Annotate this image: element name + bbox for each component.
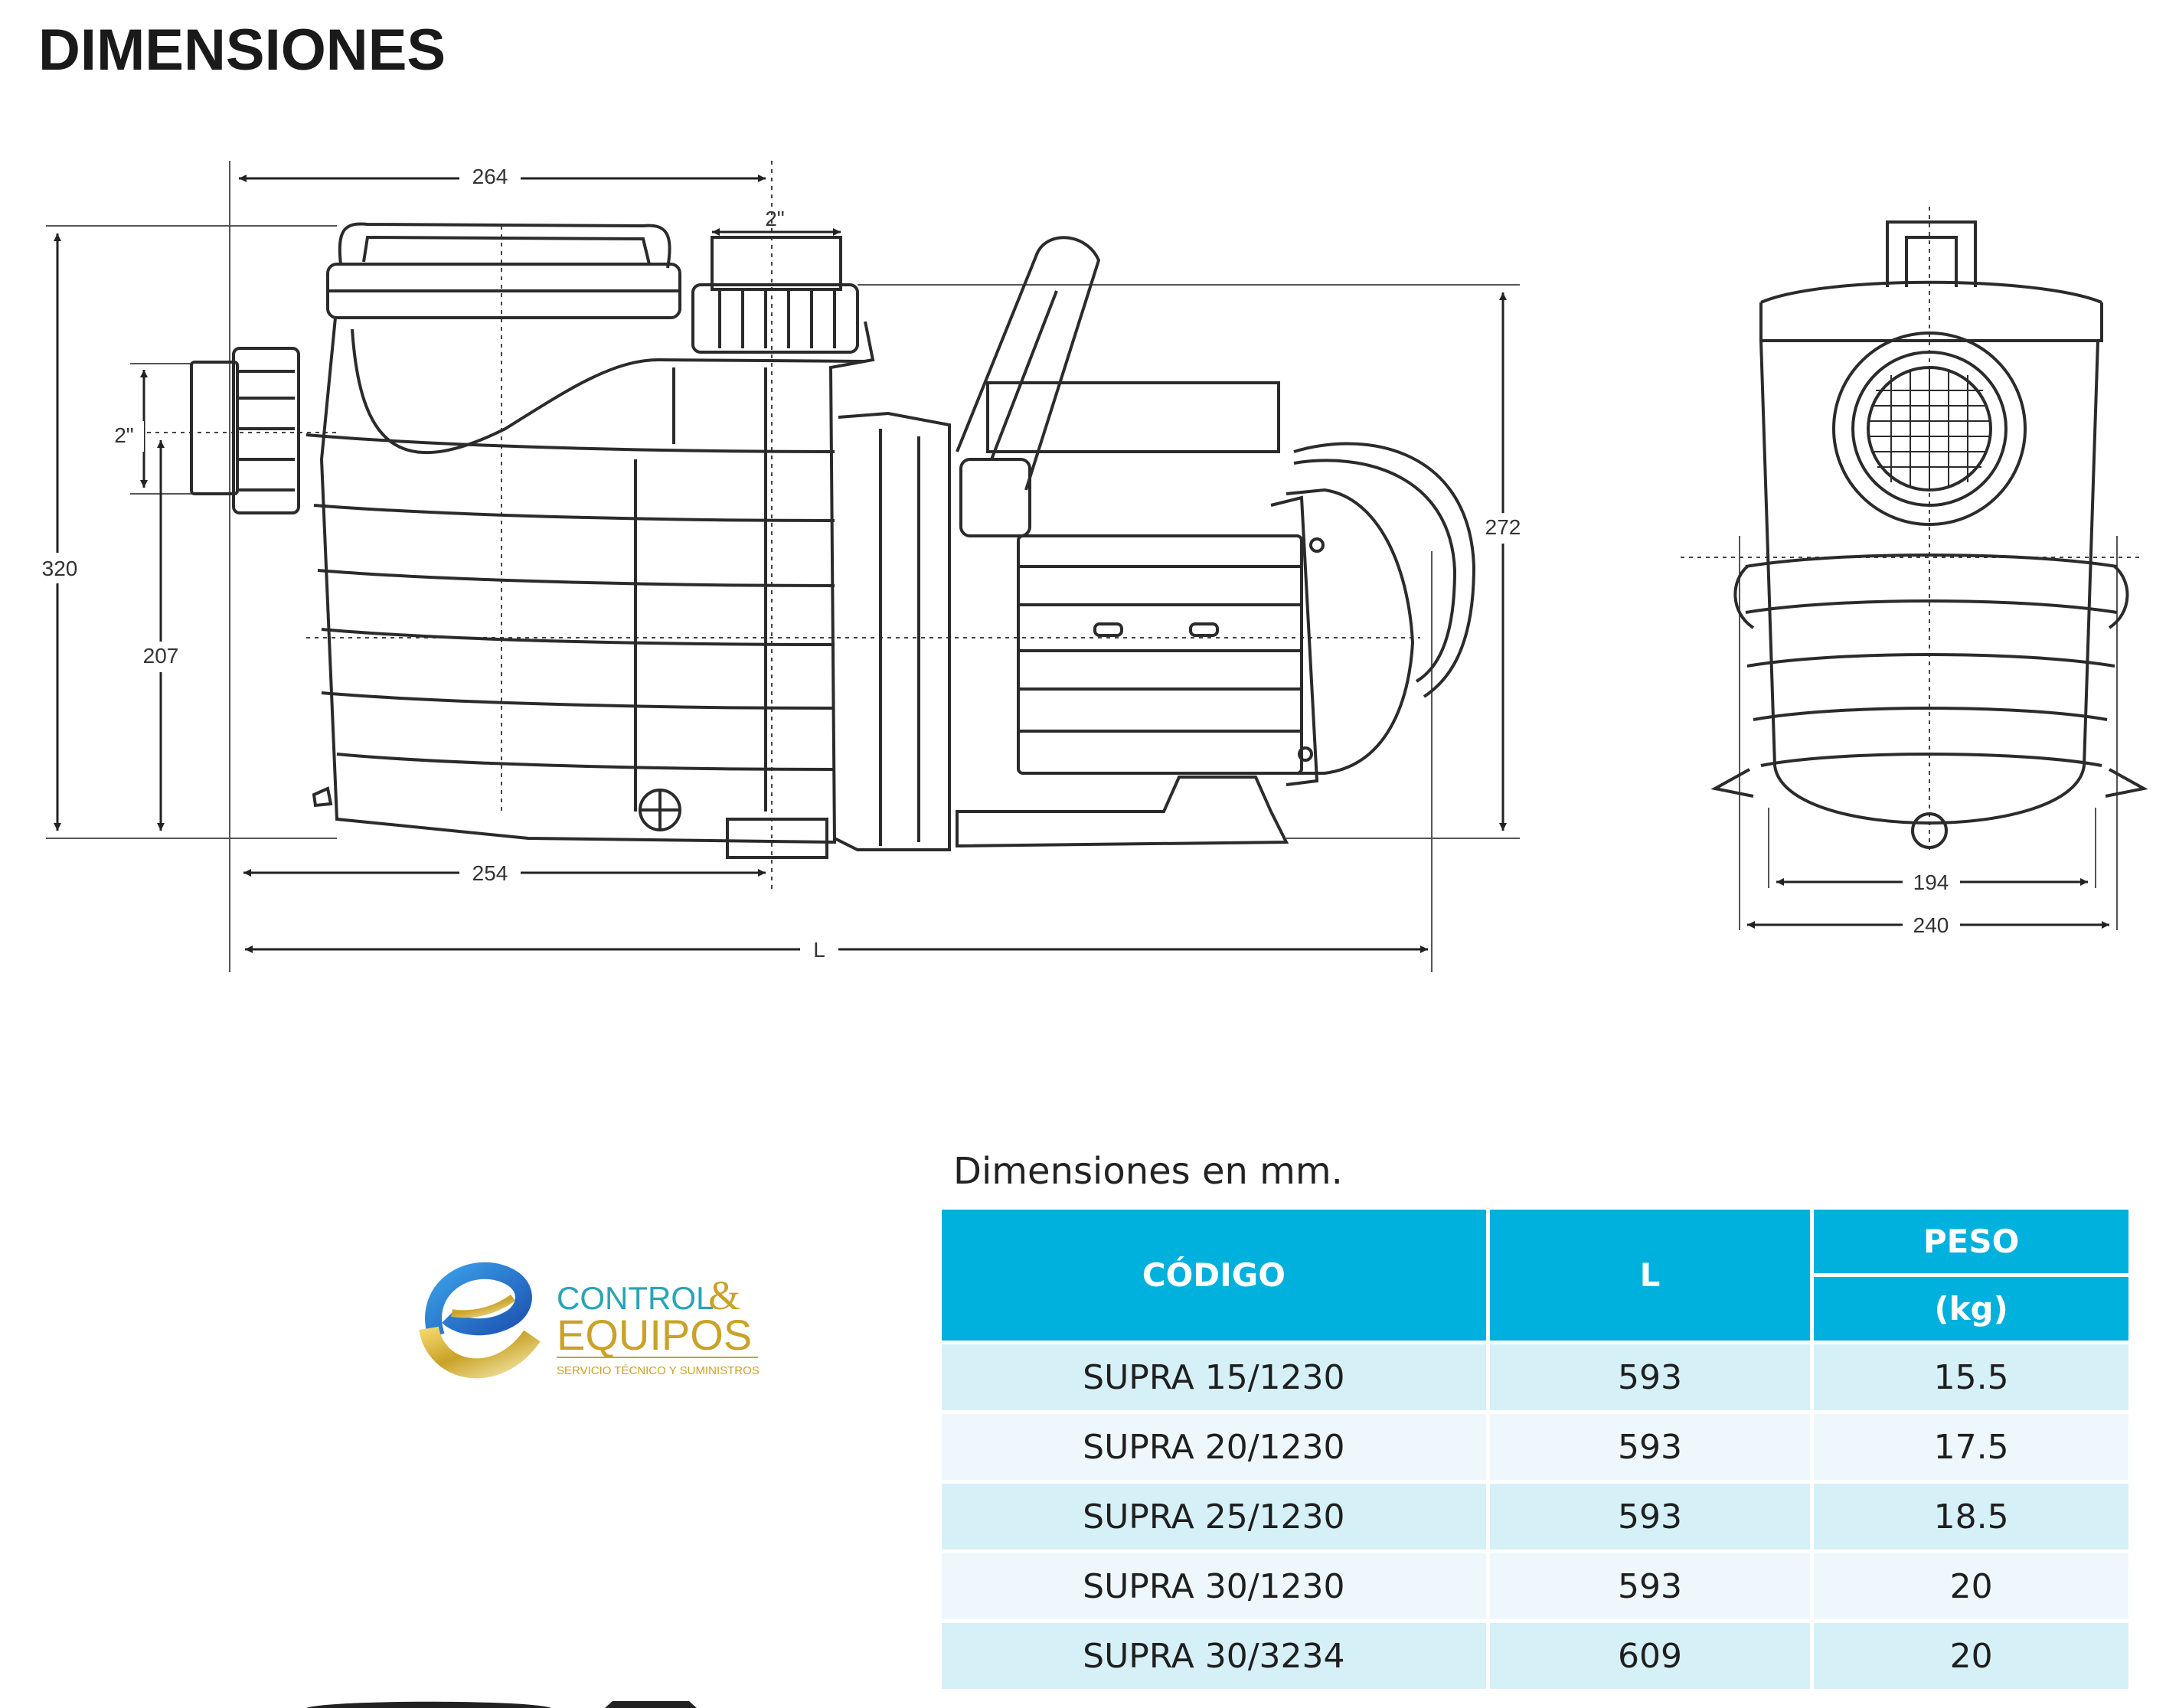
front-view-dimensions [1747, 878, 2109, 929]
logo-line2: EQUIPOS [557, 1311, 752, 1359]
table-row: SUPRA 25/1230 593 18.5 [938, 1480, 2132, 1553]
dim-label-320: 320 [42, 557, 78, 580]
cell-codigo: SUPRA 15/1230 [938, 1341, 1490, 1414]
control-equipos-logo: CONTROL & EQUIPOS SERVICIO TÉCNICO Y SUM… [419, 1262, 760, 1379]
dim-label-254: 254 [472, 861, 508, 885]
cell-codigo: SUPRA 20/1230 [938, 1410, 1490, 1484]
header-peso: PESO [1810, 1206, 2132, 1277]
table-row: SUPRA 15/1230 593 15.5 [938, 1341, 2132, 1414]
logo-line1: CONTROL [557, 1280, 714, 1316]
table-row: SUPRA 30/1230 593 20 [938, 1550, 2132, 1623]
logo-ampersand: & [708, 1272, 740, 1318]
cell-l: 593 [1485, 1410, 1815, 1484]
header-l: L [1485, 1206, 1815, 1344]
cell-codigo: SUPRA 25/1230 [938, 1480, 1490, 1553]
dim-label-207: 207 [143, 644, 179, 668]
pump-side-view [46, 161, 1520, 972]
cell-codigo: SUPRA 30/1230 [938, 1550, 1490, 1623]
table-caption: Dimensiones en mm. [953, 1150, 1343, 1193]
side-view-dimensions [54, 175, 1507, 953]
header-codigo: CÓDIGO [938, 1206, 1490, 1344]
table-row: SUPRA 20/1230 593 17.5 [938, 1410, 2132, 1484]
header-peso-unit: (kg) [1810, 1273, 2132, 1344]
cell-l: 593 [1485, 1341, 1815, 1414]
cell-peso: 20 [1810, 1550, 2132, 1623]
cell-codigo: SUPRA 30/3234 [938, 1619, 1490, 1693]
cell-peso: 15.5 [1810, 1341, 2132, 1414]
dim-label-2in-outlet: 2" [765, 207, 785, 230]
cell-l: 609 [1485, 1619, 1815, 1693]
cell-l: 593 [1485, 1480, 1815, 1553]
cell-l: 593 [1485, 1550, 1815, 1623]
dimensions-table: CÓDIGO L PESO (kg) SUPRA 15/1230 593 15.… [938, 1206, 2132, 1693]
cell-peso: 17.5 [1810, 1410, 2132, 1484]
dim-label-272: 272 [1485, 515, 1521, 539]
dim-label-2in-inlet: 2" [114, 423, 134, 447]
pump-front-view [1681, 207, 2148, 930]
dim-label-240: 240 [1913, 913, 1949, 937]
logo-emblem-icon [419, 1262, 541, 1379]
dim-label-length: L [813, 938, 825, 962]
dim-label-194: 194 [1913, 870, 1949, 894]
table-row: SUPRA 30/3234 609 20 [938, 1619, 2132, 1693]
cell-peso: 20 [1810, 1619, 2132, 1693]
logo-tagline: SERVICIO TÉCNICO Y SUMINISTROS [557, 1364, 760, 1377]
dim-label-264: 264 [472, 165, 508, 188]
page-title: DIMENSIONES [38, 18, 446, 83]
bottom-edge-marks [306, 1701, 697, 1708]
pump-dimension-drawing: 264 2" 2" 320 207 272 254 L 194 240 [41, 161, 2148, 972]
cell-peso: 18.5 [1810, 1480, 2132, 1553]
